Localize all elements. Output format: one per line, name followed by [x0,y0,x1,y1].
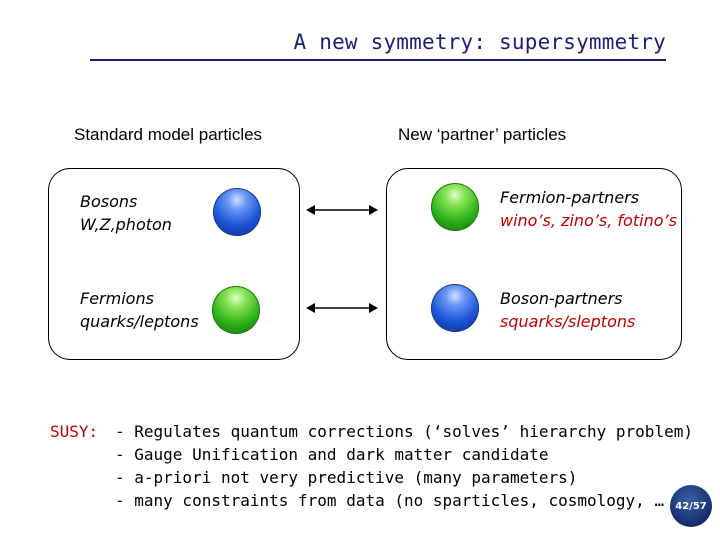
bosons-name: Bosons [80,192,138,211]
susy-label: SUSY: [50,422,99,441]
fermion-green-sphere-icon [212,286,260,334]
boson-partners-name: Boson-partners [500,289,623,308]
susy-point: - many constraints from data (no spartic… [115,491,684,510]
boson-blue-sphere-icon [213,188,261,236]
fermion-partners-name: Fermion-partners [500,188,640,207]
fermions-label: Fermions quarks/leptons [80,287,199,333]
susy-point: - Gauge Unification and dark matter cand… [115,445,549,464]
susy-point: - a-priori not very predictive (many par… [115,468,578,487]
double-arrow-icon [306,303,378,313]
bosons-examples: W,Z,photon [80,215,172,234]
fermion-partner-green-sphere-icon [431,183,479,231]
title-underline [90,59,666,61]
page-number-badge: 42/57 [670,485,712,527]
fermions-name: Fermions [80,289,154,308]
slide-title: A new symmetry: supersymmetry [293,30,666,54]
right-column-header: New ‘partner’ particles [398,125,567,144]
left-column-header: Standard model particles [74,125,263,144]
fermions-examples: quarks/leptons [80,312,199,331]
fermion-partners-examples: wino’s, zino’s, fotino’s [500,211,677,230]
fermion-partners-label: Fermion-partners wino’s, zino’s, fotino’… [500,186,677,232]
bosons-label: Bosons W,Z,photon [80,190,172,236]
standard-model-box [48,168,300,360]
boson-partners-examples: squarks/sleptons [500,312,636,331]
partner-particles-box [386,168,682,360]
double-arrow-icon [306,205,378,215]
boson-partners-label: Boson-partners squarks/sleptons [500,287,635,333]
susy-point: - Regulates quantum corrections (‘solves… [115,422,693,441]
boson-partner-blue-sphere-icon [431,284,479,332]
